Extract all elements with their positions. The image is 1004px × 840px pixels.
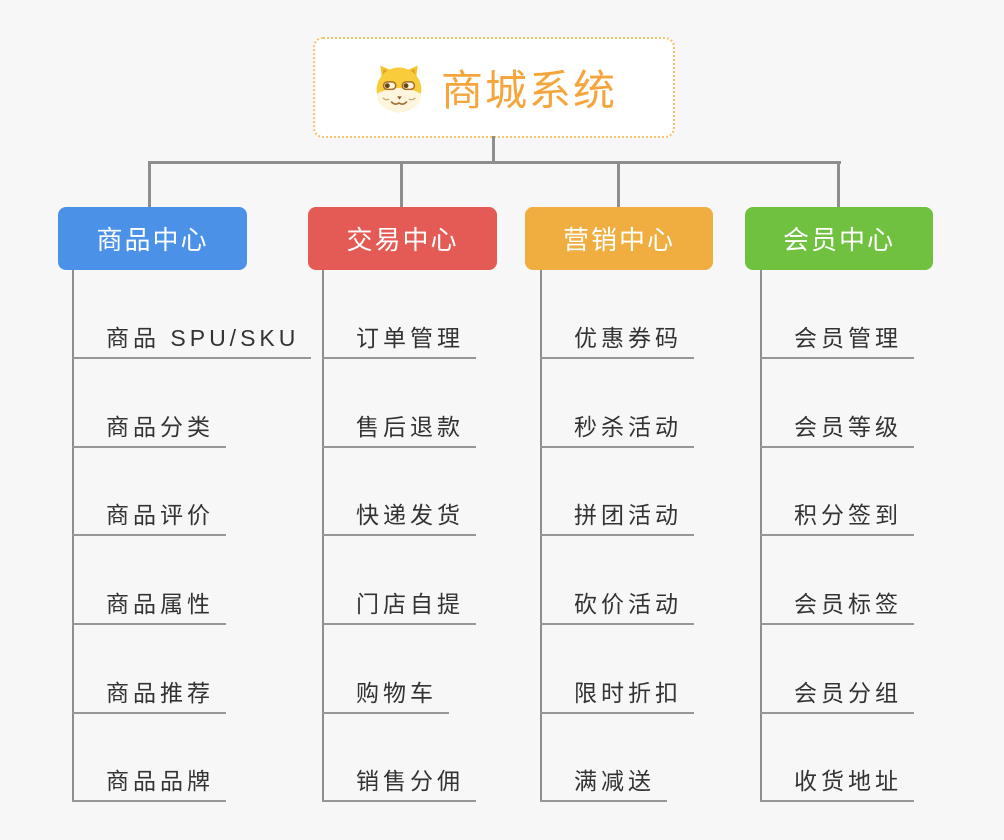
tree-node-label: 限时折扣 xyxy=(574,680,682,706)
tree-node-label: 砍价活动 xyxy=(574,591,682,617)
tree-node-label: 积分签到 xyxy=(794,502,902,528)
tree-node-label: 商品品牌 xyxy=(106,768,214,794)
tree-node[interactable]: 购物车 xyxy=(322,665,449,714)
tree-node[interactable]: 售后退款 xyxy=(322,399,476,448)
tree-node[interactable]: 满减送 xyxy=(540,753,667,802)
tree-node[interactable]: 快递发货 xyxy=(322,487,476,536)
tree-node[interactable]: 商品品牌 xyxy=(72,753,226,802)
tree-node-label: 会员等级 xyxy=(794,414,902,440)
tree-node[interactable]: 收货地址 xyxy=(760,753,914,802)
tree-node-label: 售后退款 xyxy=(356,414,464,440)
tree-node[interactable]: 商品属性 xyxy=(72,576,226,625)
tree-node-label: 会员管理 xyxy=(794,325,902,351)
connector-root-stub xyxy=(492,136,495,162)
tree-node-label: 门店自提 xyxy=(356,591,464,617)
tree-node[interactable]: 限时折扣 xyxy=(540,665,694,714)
tree-node[interactable]: 会员等级 xyxy=(760,399,914,448)
tree-node[interactable]: 订单管理 xyxy=(322,310,476,359)
tree-node-label: 商品推荐 xyxy=(106,680,214,706)
tree-node-label: 会员分组 xyxy=(794,680,902,706)
tree-node-label: 商品评价 xyxy=(106,502,214,528)
root-node[interactable]: 商城系统 xyxy=(313,37,675,138)
tree-node[interactable]: 拼团活动 xyxy=(540,487,694,536)
connector-drop xyxy=(148,161,151,207)
tree-node-label: 快递发货 xyxy=(356,502,464,528)
tree-node[interactable]: 商品 SPU/SKU xyxy=(72,310,312,359)
tree-node[interactable]: 商品推荐 xyxy=(72,665,226,714)
tree-node-label: 秒杀活动 xyxy=(574,414,682,440)
tree-node-label: 收货地址 xyxy=(794,768,902,794)
tree-node[interactable]: 销售分佣 xyxy=(322,753,476,802)
branch-header-member-center[interactable]: 会员中心 xyxy=(745,207,933,270)
tree-node[interactable]: 会员标签 xyxy=(760,576,914,625)
branch-header-trade-center[interactable]: 交易中心 xyxy=(308,207,497,270)
tree-node-label: 满减送 xyxy=(574,768,655,794)
branch-header-marketing-center[interactable]: 营销中心 xyxy=(525,207,713,270)
doge-icon xyxy=(376,65,422,112)
connector-drop xyxy=(400,161,403,207)
tree-node-label: 订单管理 xyxy=(356,325,464,351)
tree-node[interactable]: 积分签到 xyxy=(760,487,914,536)
tree-node[interactable]: 优惠券码 xyxy=(540,310,694,359)
tree-node[interactable]: 砍价活动 xyxy=(540,576,694,625)
tree-node-label: 商品 SPU/SKU xyxy=(106,325,300,351)
root-title: 商城系统 xyxy=(440,67,617,114)
tree-node-label: 购物车 xyxy=(356,680,437,706)
connector-drop xyxy=(617,161,620,207)
tree-node[interactable]: 门店自提 xyxy=(322,576,476,625)
tree-node-label: 商品分类 xyxy=(106,414,214,440)
tree-node[interactable]: 会员管理 xyxy=(760,310,914,359)
tree-node-label: 拼团活动 xyxy=(574,502,682,528)
tree-node[interactable]: 商品分类 xyxy=(72,399,226,448)
branch-header-product-center[interactable]: 商品中心 xyxy=(58,207,247,270)
tree-node[interactable]: 商品评价 xyxy=(72,487,226,536)
tree-node-label: 商品属性 xyxy=(106,591,214,617)
tree-node-label: 优惠券码 xyxy=(574,325,682,351)
tree-node[interactable]: 会员分组 xyxy=(760,665,914,714)
tree-node-label: 销售分佣 xyxy=(356,768,464,794)
connector-horizontal xyxy=(148,161,841,164)
tree-node[interactable]: 秒杀活动 xyxy=(540,399,694,448)
connector-drop xyxy=(837,161,840,207)
tree-node-label: 会员标签 xyxy=(794,591,902,617)
